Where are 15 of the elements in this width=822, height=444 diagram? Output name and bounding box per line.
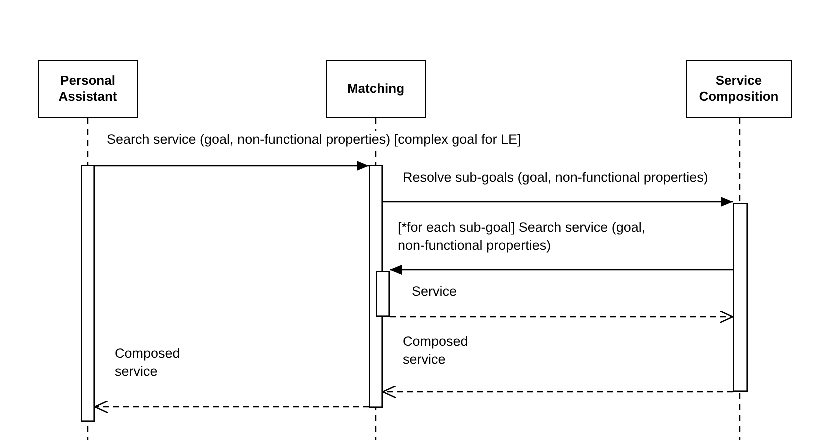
return-message-arrow [94, 400, 369, 414]
lifeline-header-box: Personal Assistant [38, 60, 138, 118]
activation-bar [733, 203, 748, 392]
lifeline-header-box: Service Composition [686, 60, 792, 118]
message-arrow [390, 265, 733, 275]
message-arrow [383, 197, 733, 207]
message-label: Resolve sub-goals (goal, non-functional properties) [402, 169, 710, 187]
activation-bar [369, 165, 383, 408]
activation-bar [81, 165, 95, 422]
return-message-arrow [390, 310, 734, 324]
activation-bar [376, 271, 390, 317]
return-message-arrow [382, 385, 733, 399]
message-arrow [95, 161, 369, 171]
lifeline-header-box: Matching [326, 60, 426, 118]
message-label: Search service (goal, non-functional properties) [complex goal for LE] [106, 131, 522, 149]
